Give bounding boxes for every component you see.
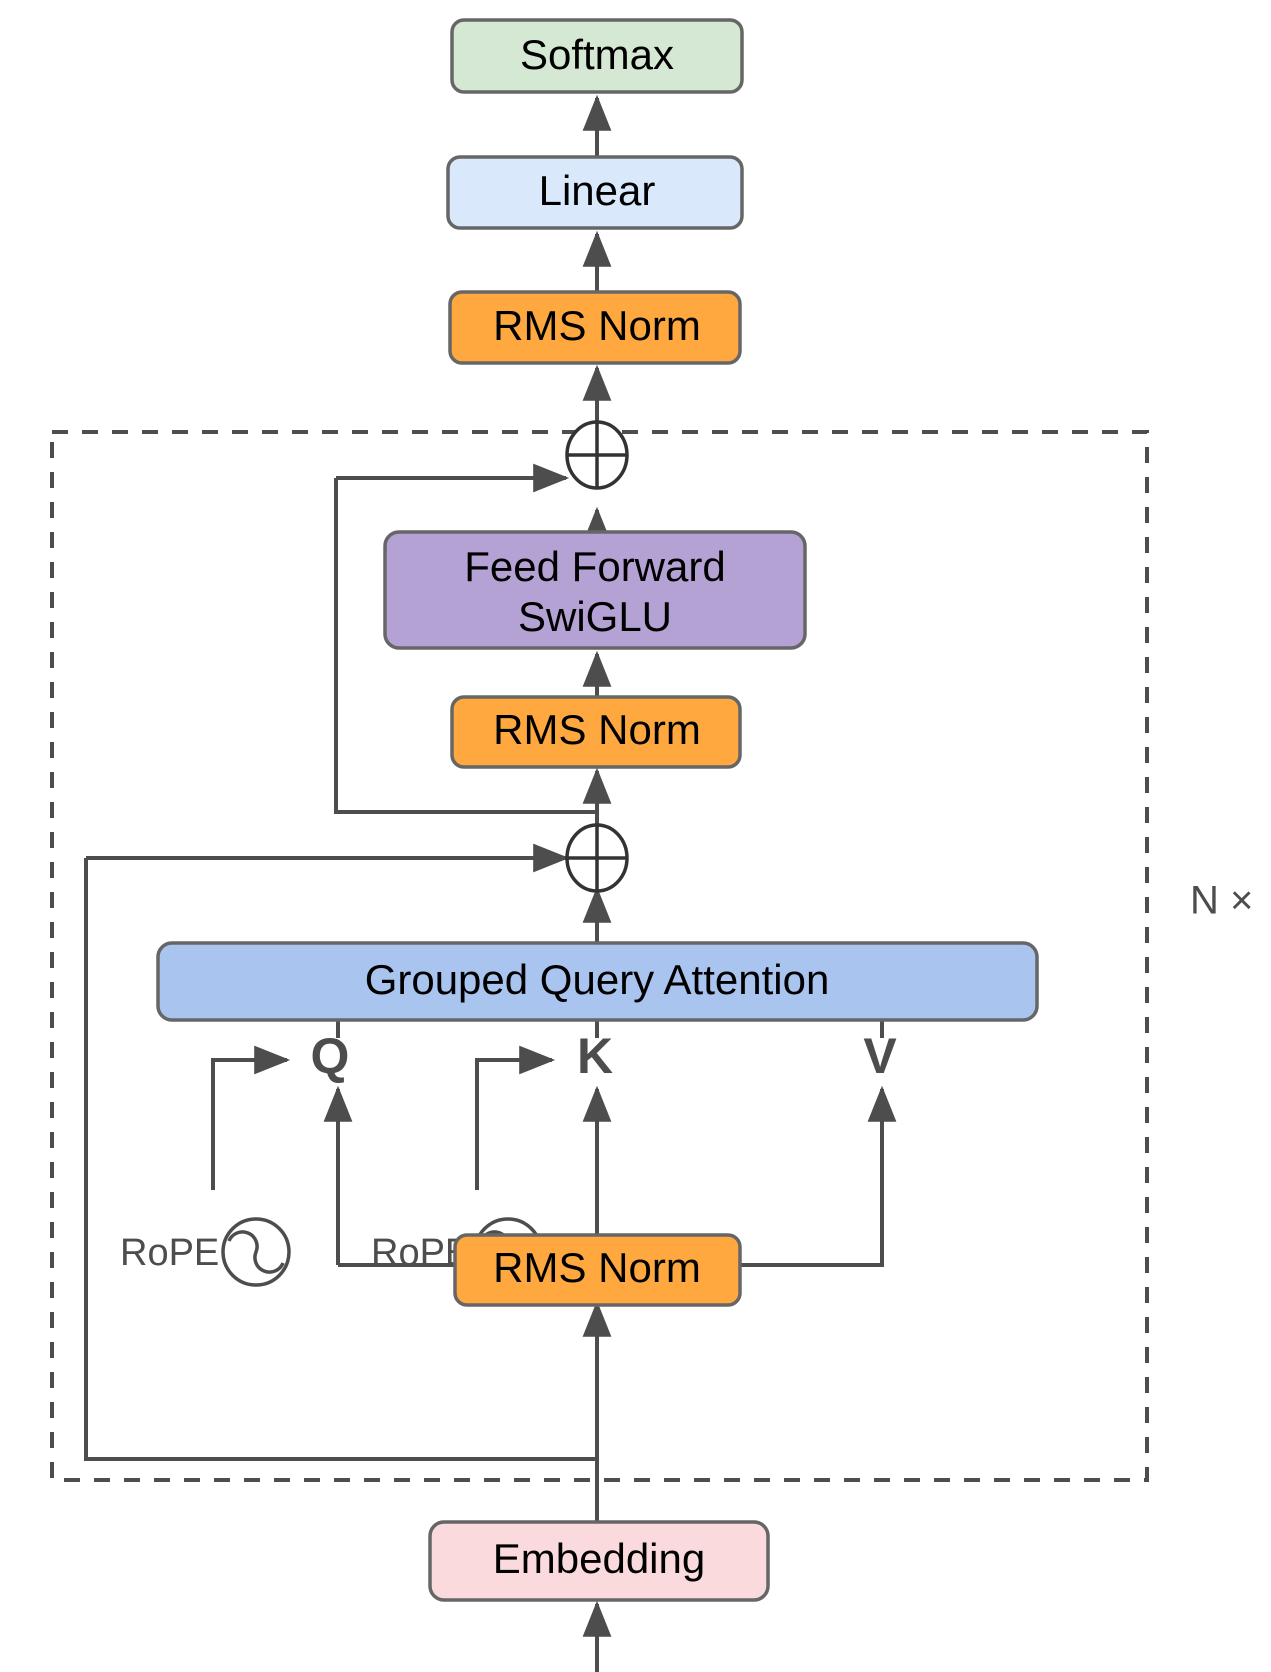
add-operator-attn[interactable]: [565, 823, 629, 893]
feed-forward-label-line2: SwiGLU: [518, 593, 672, 640]
node-rms-norm-final[interactable]: RMS Norm: [448, 290, 742, 365]
attention-label: Grouped Query Attention: [365, 956, 830, 1003]
node-linear[interactable]: Linear: [446, 155, 744, 230]
rms-norm-ffn-label: RMS Norm: [493, 706, 701, 753]
edge-residual-attn-branch: [84, 858, 597, 1461]
query-label: Q: [311, 1028, 350, 1084]
node-rms-norm-ffn[interactable]: RMS Norm: [450, 695, 742, 769]
rms-norm-attn-box[interactable]: [453, 1233, 742, 1307]
softmax-label: Softmax: [520, 31, 674, 78]
rope-query[interactable]: RoPE: [120, 1217, 291, 1287]
linear-label: Linear: [539, 167, 656, 214]
attention-box[interactable]: [156, 941, 1039, 1022]
node-feed-forward[interactable]: Feed Forward SwiGLU: [383, 530, 807, 650]
rms-norm-final-label: RMS Norm: [493, 302, 701, 349]
node-softmax[interactable]: Softmax: [450, 18, 744, 94]
embedding-box[interactable]: [428, 1520, 770, 1602]
value-label: V: [863, 1028, 897, 1084]
node-grouped-query-attention[interactable]: Grouped Query Attention: [156, 941, 1039, 1022]
rms-norm-attn-label: RMS Norm: [493, 1244, 701, 1291]
rope-query-icon-wave: [227, 1230, 285, 1274]
key-label: K: [577, 1028, 613, 1084]
edge-rope-to-query: [211, 1045, 291, 1190]
node-embedding[interactable]: Embedding: [428, 1520, 770, 1602]
rms-norm-ffn-box[interactable]: [450, 695, 742, 769]
rms-norm-final-box[interactable]: [448, 290, 742, 365]
embedding-label: Embedding: [493, 1535, 705, 1582]
rope-query-icon: [221, 1217, 291, 1287]
feed-forward-box[interactable]: [383, 530, 807, 650]
repeat-count-label: N ×: [1190, 879, 1253, 923]
edge-residual-ffn-branch: [334, 478, 597, 814]
add-operator-ffn[interactable]: [565, 420, 629, 490]
edge-rope-to-key: [475, 1045, 556, 1190]
node-rms-norm-attn[interactable]: RMS Norm: [453, 1233, 742, 1307]
feed-forward-label-line1: Feed Forward: [464, 543, 725, 590]
softmax-box[interactable]: [450, 18, 744, 94]
linear-box[interactable]: [446, 155, 744, 230]
rope-query-label: RoPE: [120, 1232, 219, 1274]
